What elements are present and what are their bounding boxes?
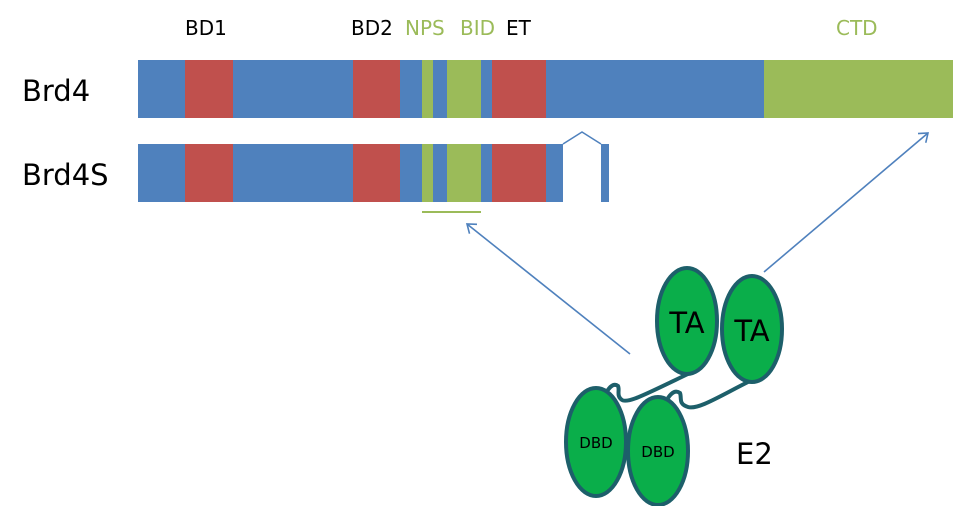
label-bd2: BD2 <box>351 16 393 40</box>
domain-labels: BD1 BD2 NPS BID ET CTD <box>185 16 878 40</box>
brd4-segment-9 <box>492 60 546 118</box>
brd4s-segment-7 <box>447 144 481 202</box>
linker-1 <box>604 371 691 403</box>
brd4s-bar <box>138 144 609 202</box>
label-et: ET <box>506 16 532 40</box>
brd4s-segment-8 <box>481 144 492 202</box>
brd4s-segment-tail <box>601 144 609 202</box>
brd4-segment-6 <box>433 60 447 118</box>
brd4-segment-5 <box>422 60 433 118</box>
dbd-domain-2 <box>626 395 690 506</box>
brd4s-segment-2 <box>233 144 353 202</box>
label-ctd: CTD <box>836 16 878 40</box>
brd4s-segment-10 <box>546 144 563 202</box>
brd4-segment-2 <box>233 60 353 118</box>
splice-junction-caret <box>562 131 602 145</box>
protein-name-brd4: Brd4 <box>22 74 90 108</box>
brd4s-segment-4 <box>400 144 422 202</box>
brd4s-segment-1 <box>185 144 233 202</box>
ta-label-1: TA <box>668 306 704 340</box>
arrow-to-ctd <box>763 132 930 273</box>
brd4s-segment-0 <box>138 144 185 202</box>
brd4-segment-11 <box>764 60 953 118</box>
dbd-label-1: DBD <box>579 434 612 452</box>
brd4-bar <box>138 60 953 118</box>
label-bd1: BD1 <box>185 16 227 40</box>
label-nps: NPS <box>405 16 445 40</box>
label-bid: BID <box>460 16 495 40</box>
brd4-segment-0 <box>138 60 185 118</box>
brd4-segment-1 <box>185 60 233 118</box>
ta-domain-2 <box>720 274 784 384</box>
brd4-segment-8 <box>481 60 492 118</box>
linker-2 <box>666 380 749 410</box>
brd4-segment-4 <box>400 60 422 118</box>
e2-protein: TA TA DBD DBD E2 <box>564 266 784 506</box>
ta-domain-1 <box>655 266 719 376</box>
brd4-segment-7 <box>447 60 481 118</box>
ta-label-2: TA <box>733 314 769 348</box>
brd4s-segment-3 <box>353 144 400 202</box>
brd4s-segment-5 <box>422 144 433 202</box>
brd4-segment-10 <box>546 60 764 118</box>
brd4s-segment-6 <box>433 144 447 202</box>
dbd-domain-1 <box>564 386 628 498</box>
e2-label: E2 <box>736 437 773 471</box>
dbd-label-2: DBD <box>641 443 674 461</box>
brd4-segment-3 <box>353 60 400 118</box>
protein-name-brd4s: Brd4S <box>22 158 109 192</box>
brd4s-segment-9 <box>492 144 546 202</box>
arrow-to-nps-bid <box>465 223 631 355</box>
